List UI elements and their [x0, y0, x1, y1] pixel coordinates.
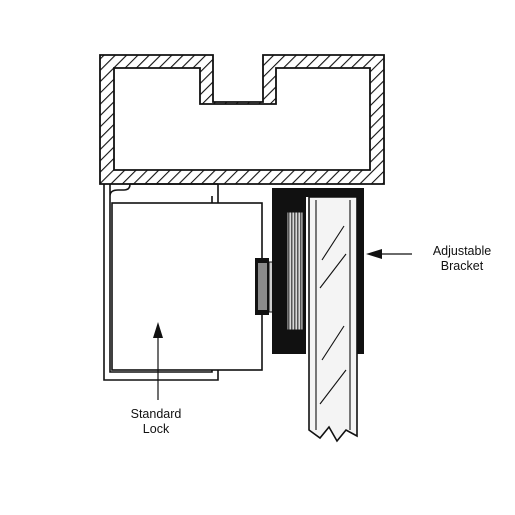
bracket-callout-arrow: [366, 249, 412, 259]
standard-lock-label-line2: Lock: [142, 422, 170, 436]
header-rail: [99, 54, 385, 185]
adjustable-bracket: [272, 188, 364, 354]
standard-lock-body: [111, 202, 263, 371]
adjustable-bracket-label: Adjustable Bracket: [420, 244, 504, 274]
lock-callout-arrow: [153, 322, 163, 400]
standard-lock-label: Standard Lock: [118, 407, 194, 437]
standard-lock-label-line1: Standard: [130, 407, 182, 421]
adjustable-bracket-label-line1: Adjustable: [432, 244, 492, 258]
glass-panel: [308, 196, 358, 443]
adjustable-bracket-label-line2: Bracket: [440, 259, 484, 273]
